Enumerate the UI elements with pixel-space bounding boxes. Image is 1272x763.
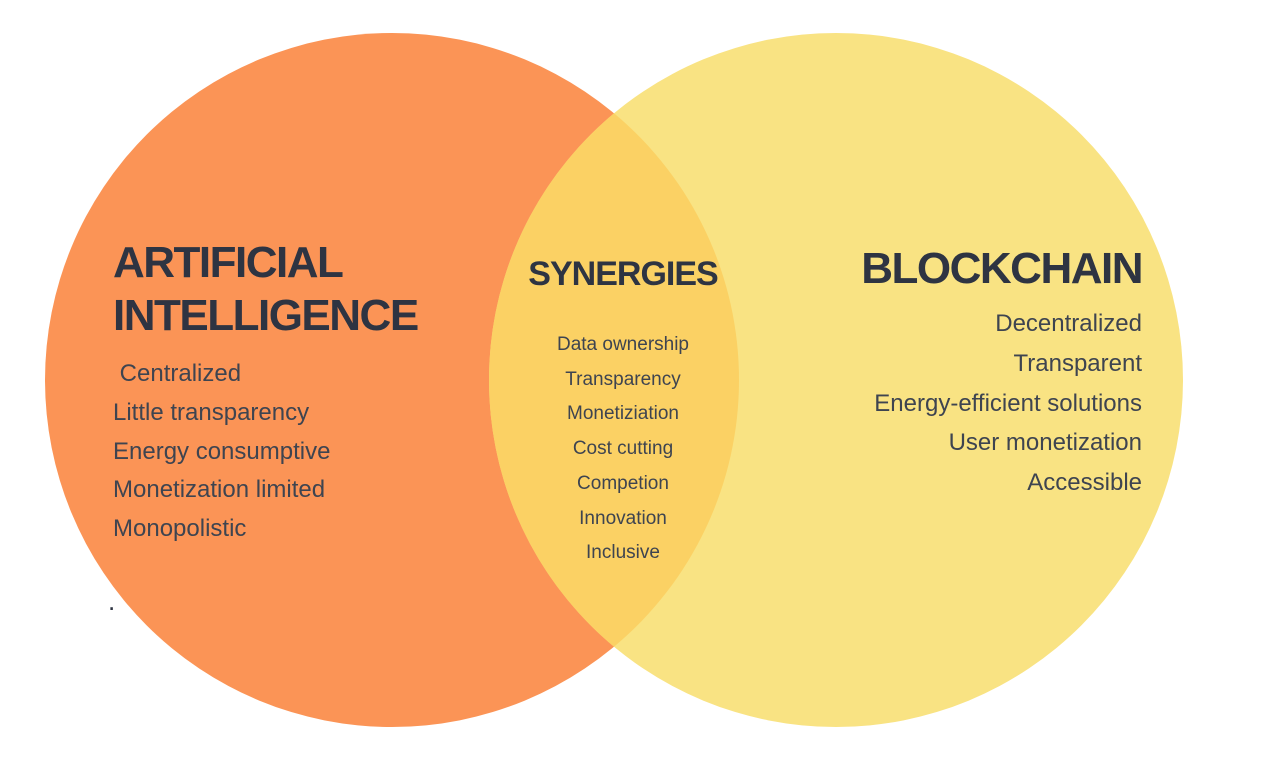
ai-list-item: Centralized (113, 360, 242, 387)
ai-list-item: Monetization limited (113, 476, 326, 504)
blockchain-list: Decentralized Transparent Energy-efficie… (722, 304, 1142, 503)
ai-list-item: Monopolistic (113, 515, 247, 543)
blockchain-section: BLOCKCHAIN (722, 242, 1143, 295)
synergies-list-item: Data ownership (556, 334, 690, 355)
synergies-section: SYNERGIES (473, 254, 773, 294)
overlap-lens (488, 113, 740, 647)
blockchain-list-item: User monetization (948, 429, 1142, 457)
ai-list-item: Little transparency (113, 398, 310, 426)
synergies-list-item: Competion (577, 472, 669, 494)
ai-title: ARTIFICIAL INTELLIGENCE (113, 238, 419, 340)
synergies-list-item: Monetiziation (567, 403, 679, 425)
synergies-list-item: Cost cutting (572, 438, 674, 460)
blockchain-title: BLOCKCHAIN (861, 244, 1143, 293)
stray-period: . (108, 586, 116, 616)
ai-list: Centralized Little transparency Energy c… (113, 355, 473, 549)
synergies-list-item: Innovation (579, 507, 667, 529)
synergies-list: Data ownership Transparency Monetiziatio… (473, 328, 773, 571)
synergies-list-item: Inclusive (586, 542, 660, 564)
blockchain-list-item: Accessible (1027, 469, 1142, 497)
synergies-list-item: Transparency (565, 368, 681, 390)
ai-list-item: Energy consumptive (113, 437, 331, 465)
ai-section: ARTIFICIAL INTELLIGENCE (113, 236, 443, 342)
blockchain-list-item: Transparent (1013, 349, 1142, 377)
blockchain-list-item: Decentralized (995, 310, 1142, 337)
blockchain-list-item: Energy-efficient solutions (874, 389, 1142, 417)
synergies-title: SYNERGIES (528, 255, 718, 293)
